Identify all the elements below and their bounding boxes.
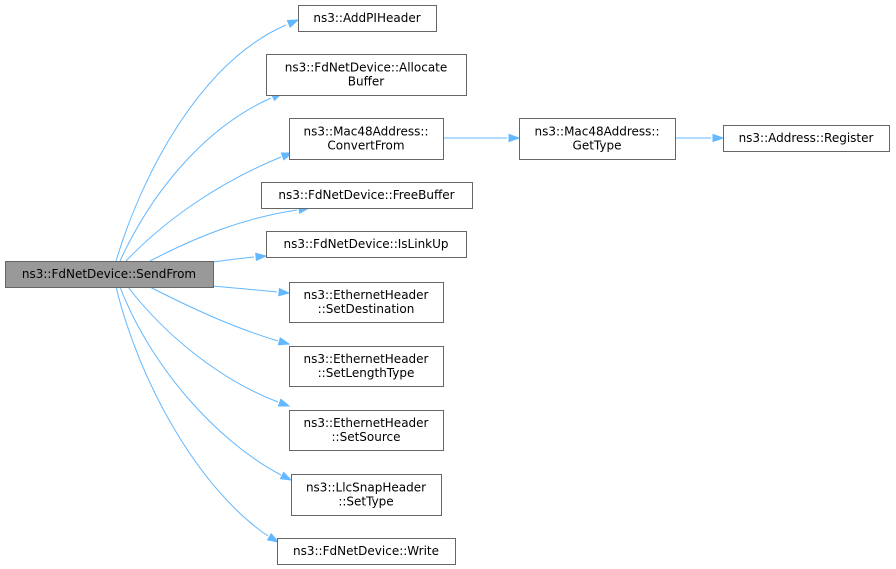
node-label: ns3::FdNetDevice::Allocate xyxy=(285,61,448,75)
node-box[interactable] xyxy=(519,118,676,160)
arrowhead-icon xyxy=(712,133,725,143)
node-gettype[interactable]: ns3::Mac48Address::GetType xyxy=(519,118,676,160)
edge-sendfrom-to-settype xyxy=(119,286,293,481)
node-sendfrom[interactable]: ns3::FdNetDevice::SendFrom xyxy=(5,261,214,288)
edge-sendfrom-to-addpiheader xyxy=(115,19,300,262)
edge-sendfrom-to-setlengthtype xyxy=(149,286,291,346)
arrowhead-icon xyxy=(277,337,291,346)
node-label: ns3::FdNetDevice::FreeBuffer xyxy=(278,188,454,202)
edge-sendfrom-to-write xyxy=(115,286,280,543)
node-label: ::SetDestination xyxy=(318,302,415,316)
arrowhead-icon xyxy=(266,532,280,543)
node-convertfrom[interactable]: ns3::Mac48Address::ConvertFrom xyxy=(289,118,444,160)
node-freebuffer[interactable]: ns3::FdNetDevice::FreeBuffer xyxy=(261,182,473,209)
edge-line xyxy=(125,156,282,262)
node-label: ns3::AddPIHeader xyxy=(313,11,420,25)
node-box[interactable] xyxy=(289,346,444,387)
node-label: ns3::Address::Register xyxy=(739,131,874,145)
node-box[interactable] xyxy=(266,54,467,96)
edge-line xyxy=(212,285,278,293)
node-box[interactable] xyxy=(291,474,442,516)
arrowhead-icon xyxy=(255,252,268,262)
edge-sendfrom-to-allocatebuffer xyxy=(119,92,284,262)
node-label: ns3::Mac48Address:: xyxy=(303,125,428,139)
edge-sendfrom-to-setdestination xyxy=(212,285,291,297)
edge-line xyxy=(119,286,282,476)
node-label: ns3::FdNetDevice::Write xyxy=(293,544,439,558)
edge-line xyxy=(119,97,272,262)
node-box[interactable] xyxy=(289,410,444,451)
node-label: ns3::EthernetHeader xyxy=(304,352,429,366)
node-settype[interactable]: ns3::LlcSnapHeader::SetType xyxy=(291,474,442,516)
edge-line xyxy=(115,286,269,537)
edge-line xyxy=(149,286,279,342)
arrowhead-icon xyxy=(278,287,291,297)
node-label: ns3::EthernetHeader xyxy=(304,288,429,302)
nodes-layer: ns3::FdNetDevice::SendFrom ns3::AddPIHead… xyxy=(5,5,890,565)
node-label: ns3::FdNetDevice::IsLinkUp xyxy=(283,237,448,251)
node-label: ConvertFrom xyxy=(327,139,404,153)
edge-line xyxy=(149,209,298,262)
arrowhead-icon xyxy=(279,471,293,481)
node-write[interactable]: ns3::FdNetDevice::Write xyxy=(277,538,456,565)
node-label: ::SetLengthType xyxy=(318,366,415,380)
edge-sendfrom-to-setsource xyxy=(127,286,291,407)
node-label: ns3::Mac48Address:: xyxy=(534,125,659,139)
edge-convertfrom-to-gettype xyxy=(443,133,521,143)
node-label: ns3::LlcSnapHeader xyxy=(306,481,426,495)
node-box[interactable] xyxy=(723,125,890,152)
node-setlengthtype[interactable]: ns3::EthernetHeader::SetLengthType xyxy=(289,346,444,387)
arrowhead-icon xyxy=(277,398,291,407)
arrowhead-icon xyxy=(508,133,521,143)
node-setdestination[interactable]: ns3::EthernetHeader::SetDestination xyxy=(289,282,444,323)
node-box[interactable] xyxy=(261,182,473,209)
node-box[interactable] xyxy=(289,282,444,323)
edge-line xyxy=(115,24,287,262)
node-box[interactable] xyxy=(277,538,456,565)
node-label: GetType xyxy=(573,139,622,153)
node-label: ::SetSource xyxy=(331,430,400,444)
arrowhead-icon xyxy=(286,19,300,29)
node-box[interactable] xyxy=(266,231,467,258)
node-setsource[interactable]: ns3::EthernetHeader::SetSource xyxy=(289,410,444,451)
edge-gettype-to-register xyxy=(675,133,725,143)
node-islinkup[interactable]: ns3::FdNetDevice::IsLinkUp xyxy=(266,231,467,258)
edge-sendfrom-to-islinkup xyxy=(212,252,268,263)
node-label: ::SetType xyxy=(338,495,393,509)
node-label: Buffer xyxy=(348,75,384,89)
node-label: ns3::EthernetHeader xyxy=(304,416,429,430)
node-box[interactable] xyxy=(289,118,444,160)
node-box[interactable] xyxy=(5,261,214,288)
edge-line xyxy=(212,256,255,263)
edge-line xyxy=(127,286,279,403)
node-box[interactable] xyxy=(298,5,437,32)
node-addpiheader[interactable]: ns3::AddPIHeader xyxy=(298,5,437,32)
node-register[interactable]: ns3::Address::Register xyxy=(723,125,890,152)
node-label: ns3::FdNetDevice::SendFrom xyxy=(22,267,196,281)
